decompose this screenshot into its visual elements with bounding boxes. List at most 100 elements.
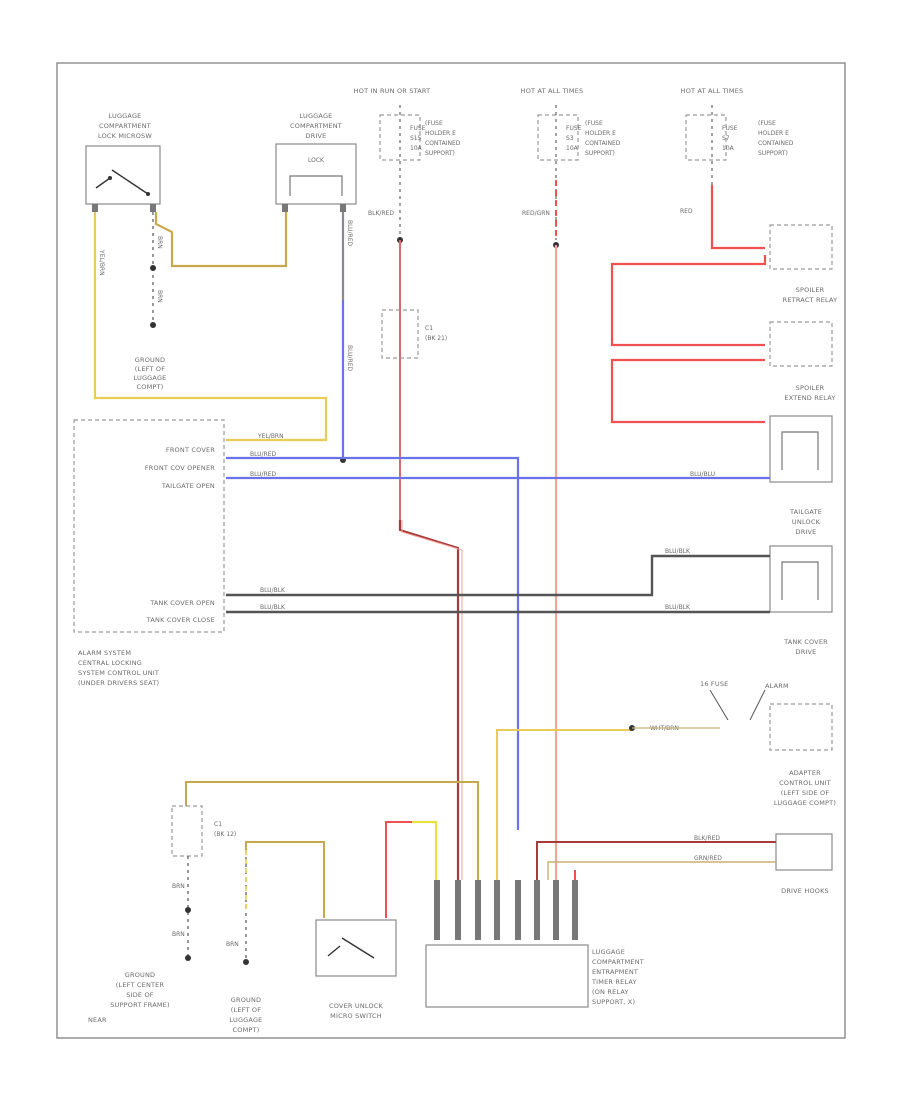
diagram-label: YEL/BRN bbox=[257, 433, 284, 440]
wire-yel-brn-front-cover bbox=[93, 212, 328, 442]
diagram-label: NEAR bbox=[88, 1016, 107, 1024]
diagram-label: DRIVE bbox=[796, 528, 817, 536]
diagram-label: CONTAINED bbox=[425, 140, 461, 147]
diagram-label: C1 bbox=[425, 325, 433, 332]
diagram-label: SYSTEM CONTROL UNIT bbox=[78, 669, 159, 677]
diagram-label: GROUND bbox=[135, 356, 166, 364]
diagram-label: DRIVE bbox=[306, 132, 327, 140]
diagram-label: LUGGAGE bbox=[299, 112, 332, 120]
diagram-label: LOCK bbox=[308, 157, 325, 164]
diagram-label: BRN bbox=[172, 931, 185, 938]
diagram-label: (ON RELAY bbox=[592, 988, 629, 996]
power-feed-all-times-2: HOT AT ALL TIMES FUSE S7 10A (FUSE HOLDE… bbox=[681, 87, 794, 161]
diagram-label: ALARM SYSTEM bbox=[78, 649, 131, 657]
diagram-label: FUSE bbox=[722, 125, 738, 132]
diagram-label: SUPPORT) bbox=[585, 150, 615, 157]
diagram-label: BRN bbox=[226, 941, 239, 948]
diagram-label: YEL/BRN bbox=[98, 249, 105, 276]
diagram-label: (UNDER DRIVERS SEAT) bbox=[78, 679, 159, 687]
diagram-label: FUSE bbox=[410, 125, 426, 132]
ground-luggage-2: GROUND (LEFT OF LUGGAGE COMPT) bbox=[229, 996, 262, 1034]
diagram-frame bbox=[56, 62, 846, 1039]
wire-red-spoiler-feed bbox=[710, 185, 765, 250]
diagram-label: COMPARTMENT bbox=[290, 122, 342, 130]
diagram-label: TIMER RELAY bbox=[591, 978, 637, 986]
diagram-label: TANK COVER bbox=[783, 638, 828, 646]
wire-grn-red-hooks bbox=[547, 861, 776, 880]
wire-gold-cover-switch bbox=[245, 841, 325, 918]
diagram-label: RETRACT RELAY bbox=[783, 296, 838, 304]
luggage-lock-microswitch: LUGGAGE COMPARTMENT LOCK MICROSW bbox=[85, 112, 161, 205]
connector-c1-bottom: C1 (BK 12) bbox=[171, 805, 236, 857]
diagram-label: C1 bbox=[214, 821, 222, 828]
diagram-label: S7 bbox=[722, 135, 730, 142]
wire-red-cover-switch bbox=[385, 821, 412, 918]
adapter-control-unit: 16 FUSE ALARM ADAPTER CONTROL UNIT (LEFT… bbox=[700, 680, 836, 807]
diagram-label: BLU/BLK bbox=[260, 587, 286, 594]
diagram-label: ADAPTER bbox=[789, 769, 821, 777]
diagram-label: HOLDER E bbox=[425, 130, 456, 137]
diagram-label: FRONT COV OPENER bbox=[145, 464, 215, 472]
wire-blu-red-alarm bbox=[226, 456, 520, 830]
wire-gold-c2 bbox=[185, 781, 479, 880]
diagram-label: COMPARTMENT bbox=[99, 122, 151, 130]
diagram-label: BRN bbox=[172, 883, 185, 890]
alarm-control-unit: FRONT COVER FRONT COV OPENER TAILGATE OP… bbox=[73, 419, 225, 687]
diagram-label: UNLOCK bbox=[792, 518, 821, 526]
tailgate-unlock-drive: TAILGATE UNLOCK DRIVE bbox=[769, 415, 833, 536]
diagram-label: COMPARTMENT bbox=[592, 958, 644, 966]
diagram-label: BLU/RED bbox=[250, 471, 277, 478]
diagram-label: BLU/RED bbox=[346, 220, 353, 247]
diagram-label: (FUSE bbox=[585, 120, 603, 127]
power-feed-all-times-1: HOT AT ALL TIMES FUSE S3 10A (FUSE HOLDE… bbox=[521, 87, 621, 161]
diagram-label: BLU/BLK bbox=[665, 604, 691, 611]
luggage-lock-drive: LUGGAGE COMPARTMENT DRIVE LOCK bbox=[275, 112, 357, 205]
drive-hooks: DRIVE HOOKS bbox=[775, 833, 833, 895]
diagram-label: LOCK MICROSW bbox=[98, 132, 152, 140]
diagram-label: BLU/BLU bbox=[690, 471, 715, 478]
diagram-label: TAILGATE bbox=[789, 508, 822, 516]
diagram-label: GROUND bbox=[125, 971, 156, 979]
diagram-label: SUPPORT) bbox=[425, 150, 455, 157]
wire-blu-blk-tank-a bbox=[226, 554, 770, 597]
diagram-label: (FUSE bbox=[758, 120, 776, 127]
diagram-label: DRIVE HOOKS bbox=[781, 887, 829, 895]
diagram-label: BLK/RED bbox=[694, 835, 720, 842]
diagram-label: BLK/RED bbox=[368, 210, 394, 217]
diagram-label: SUPPORT FRAME) bbox=[110, 1001, 169, 1009]
diagram-label: TANK COVER OPEN bbox=[149, 599, 215, 607]
diagram-label: CONTAINED bbox=[585, 140, 621, 147]
connector-c1-top: C1 (BK 21) bbox=[381, 309, 447, 359]
diagram-label: SPOILER bbox=[796, 384, 825, 392]
diagram-label: BLU/RED bbox=[346, 345, 353, 372]
wire-blk-red-hooks bbox=[536, 841, 776, 880]
cover-unlock-micro-switch: COVER UNLOCK MICRO SWITCH bbox=[315, 919, 397, 1020]
diagram-label: CONTROL UNIT bbox=[779, 779, 831, 787]
ground-support-frame: GROUND (LEFT CENTER SIDE OF SUPPORT FRAM… bbox=[88, 971, 170, 1024]
wire-blk-red-timer bbox=[398, 520, 460, 880]
diagram-label: ALARM bbox=[765, 682, 789, 690]
diagram-label: 10A bbox=[566, 145, 579, 152]
diagram-label: 16 FUSE bbox=[700, 680, 728, 688]
diagram-label: HOT AT ALL TIMES bbox=[521, 87, 584, 95]
diagram-label: RED/GRN bbox=[522, 210, 550, 217]
diagram-label: COVER UNLOCK bbox=[329, 1002, 384, 1010]
ground-luggage-1: GROUND (LEFT OF LUGGAGE COMPT) bbox=[133, 356, 166, 391]
diagram-label: TANK COVER CLOSE bbox=[146, 616, 215, 624]
diagram-label: (LEFT CENTER bbox=[116, 981, 165, 989]
diagram-label: S15 bbox=[410, 135, 422, 142]
diagram-label: SPOILER bbox=[796, 286, 825, 294]
diagram-label: GRN/RED bbox=[694, 855, 722, 862]
spoiler-extend-relay: SPOILER EXTEND RELAY bbox=[769, 321, 835, 402]
diagram-label: (BK 21) bbox=[425, 335, 447, 342]
diagram-label: GROUND bbox=[231, 996, 262, 1004]
diagram-label: 10A bbox=[410, 145, 423, 152]
wire-gold-switch-drive bbox=[154, 212, 288, 268]
diagram-label: SIDE OF bbox=[126, 991, 154, 999]
diagram-label: LUGGAGE bbox=[592, 948, 625, 956]
tank-cover-drive: TANK COVER DRIVE bbox=[769, 545, 833, 656]
diagram-label: (BK 12) bbox=[214, 831, 236, 838]
timer-relay: LUGGAGE COMPARTMENT ENTRAPMENT TIMER REL… bbox=[425, 944, 644, 1008]
diagram-label: CONTAINED bbox=[758, 140, 794, 147]
